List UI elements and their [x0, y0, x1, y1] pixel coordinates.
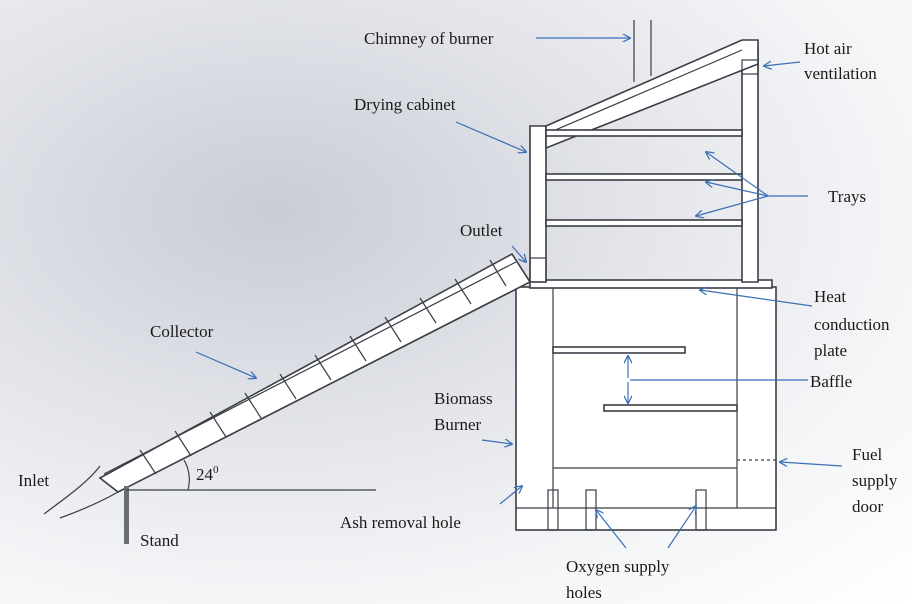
label-drying-cabinet: Drying cabinet [354, 95, 456, 114]
solar-collector [43, 252, 532, 519]
label-angle-degree: 0 [213, 464, 219, 476]
labels: Chimney of burner Hot air ventilation Dr… [18, 29, 898, 602]
label-baffle: Baffle [810, 372, 852, 391]
label-angle-value: 24 [196, 465, 214, 484]
stand [124, 486, 129, 544]
label-oxygen: Oxygen supply [566, 557, 670, 576]
label-heat: Heat [814, 287, 846, 306]
label-plate: plate [814, 341, 847, 360]
label-chimney: Chimney of burner [364, 29, 494, 48]
label-ventilation: ventilation [804, 64, 877, 83]
label-door: door [852, 497, 884, 516]
trays [545, 129, 743, 227]
label-holes: holes [566, 583, 602, 602]
label-biomass: Biomass [434, 389, 493, 408]
baffle [552, 346, 738, 412]
label-hot-air: Hot air [804, 39, 852, 58]
label-trays: Trays [828, 187, 866, 206]
label-outlet: Outlet [460, 221, 503, 240]
label-fuel: Fuel [852, 445, 883, 464]
label-conduction: conduction [814, 315, 890, 334]
chimney [633, 20, 652, 82]
label-supply: supply [852, 471, 898, 490]
label-stand: Stand [140, 531, 179, 550]
pointer-arrows [195, 38, 843, 549]
drying-cabinet [529, 39, 759, 283]
label-inlet: Inlet [18, 471, 49, 490]
label-angle: 240 [196, 464, 219, 484]
angle-marker [126, 459, 376, 491]
label-collector: Collector [150, 322, 214, 341]
label-ash-removal: Ash removal hole [340, 513, 461, 532]
heat-conduction-plate [529, 279, 773, 289]
label-burner: Burner [434, 415, 482, 434]
